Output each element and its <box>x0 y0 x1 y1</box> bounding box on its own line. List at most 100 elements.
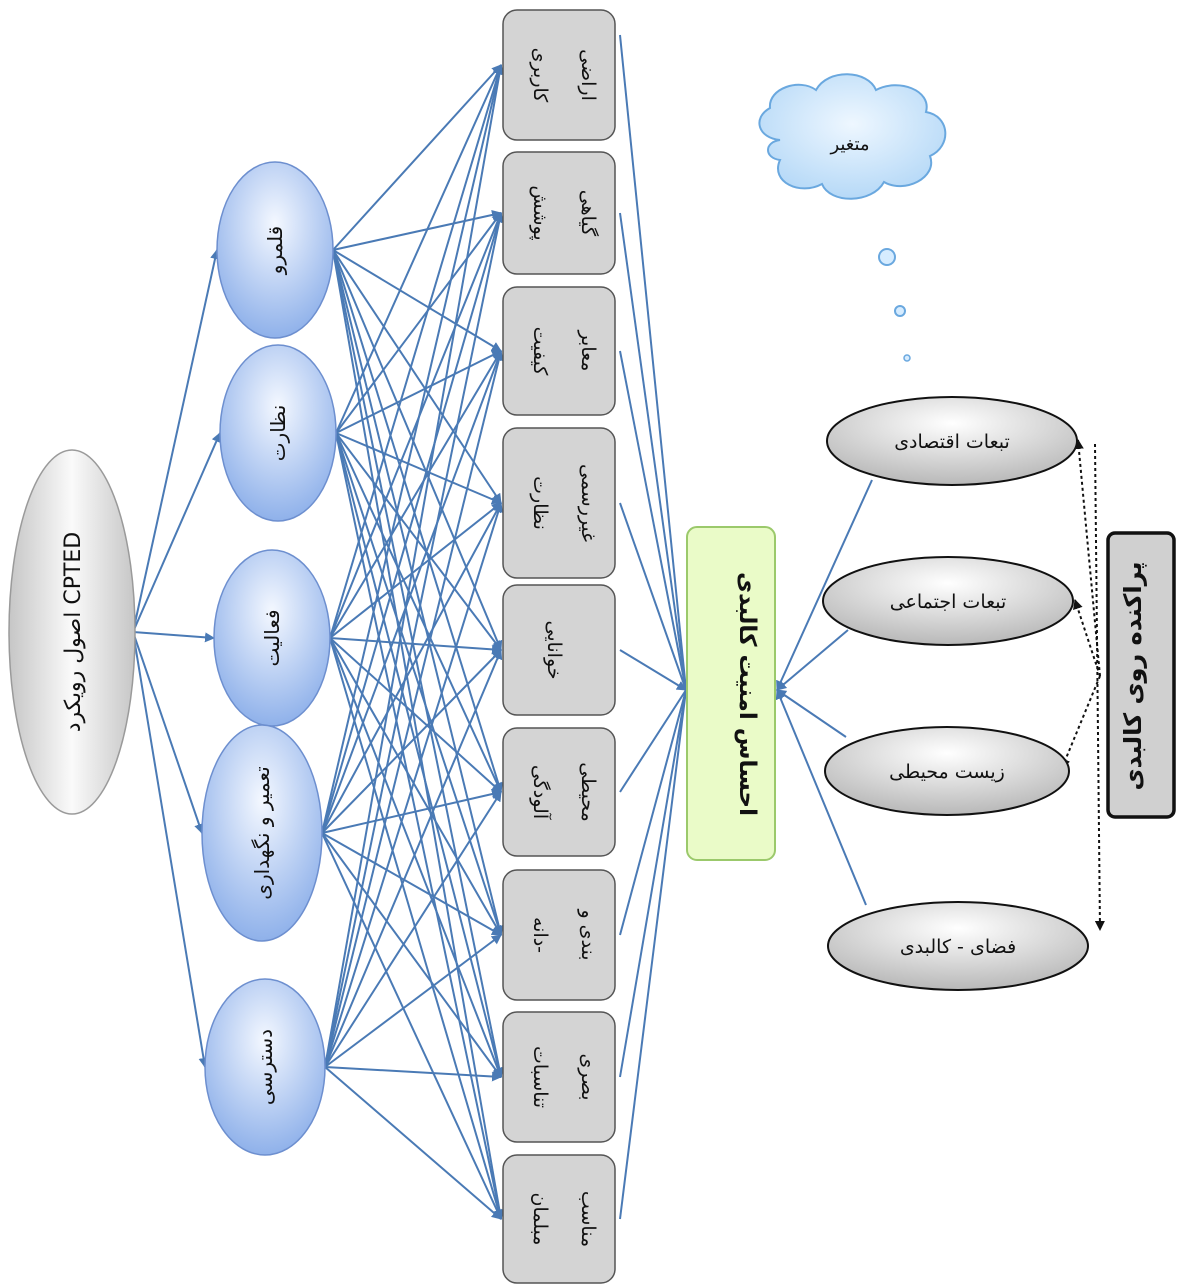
criterion-node: تناسبات بصری <box>502 1011 616 1143</box>
root-node: اصول رویکرد CPTED <box>8 449 136 815</box>
edge-consequence-to-center <box>776 629 849 691</box>
edge-criterion-to-center <box>619 689 687 1078</box>
edge-principle-to-criterion <box>321 64 504 834</box>
edge-principle-to-criterion <box>324 212 505 1068</box>
variable-cloud-label: متغیر <box>829 134 869 155</box>
edge-root-to-principle <box>132 631 209 1068</box>
edge-principle-to-criterion <box>324 350 504 1068</box>
edge-criterion-to-center <box>619 502 687 691</box>
criterion-box <box>502 727 616 857</box>
consequence-label: تبعات اقتصادی <box>894 431 1010 453</box>
consequence-node: تبعات اقتصادی <box>826 396 1078 486</box>
edge-principle-to-criterion <box>324 1066 502 1082</box>
edge-principle-to-criterion <box>321 789 502 834</box>
edge-principle-to-criterion <box>324 649 503 1068</box>
edge-principle-to-criterion <box>329 502 502 639</box>
principle-label: فعالیت <box>260 609 284 666</box>
criterion-box <box>502 427 616 579</box>
edge-principle-to-criterion <box>324 502 504 1068</box>
principle-label: قلمرو <box>263 226 287 275</box>
edge-principle-to-criterion <box>321 832 502 936</box>
consequence-label: زیست محیطی <box>889 761 1005 783</box>
criterion-label-line1: تناسبات <box>529 1046 551 1108</box>
edge-principle-to-criterion <box>329 350 502 639</box>
criterion-box <box>502 1154 616 1284</box>
edge-principle-to-criterion <box>324 791 502 1068</box>
side-box: پراکنده روی کالبدی <box>1106 531 1176 819</box>
consequences-layer: تبعات اقتصادی تبعات اجتماعی زیست محیطی فضای… <box>822 396 1089 991</box>
edge-principle-to-criterion <box>329 212 503 639</box>
side-box-label: پراکنده روی کالبدی <box>1119 561 1147 790</box>
criterion-label-line1: کیفیت <box>529 327 551 377</box>
edge-criterion-to-center <box>619 649 687 691</box>
edge-criterion-to-center <box>619 689 687 1220</box>
edge-principle-to-criterion <box>332 249 504 793</box>
dotted-connector <box>1060 675 1101 769</box>
criterion-label-line2: بصری <box>577 1053 599 1100</box>
consequence-label: فضای - کالبدی <box>900 936 1016 958</box>
criterion-node: کاربری اراضی <box>502 9 616 141</box>
edge-criterion-to-center <box>619 350 687 691</box>
criterion-label-line1: خوانایی <box>543 620 565 679</box>
edge-principle-to-criterion <box>332 210 502 251</box>
criterion-label-line2: معابر <box>577 330 599 372</box>
dotted-connector <box>1094 443 1105 931</box>
principles-layer: قلمرو نظارت فعالیت تعمیر و نگهداری دسترسی <box>201 161 337 1156</box>
principle-ellipse <box>219 344 337 522</box>
cloud-bubble-small <box>903 354 911 362</box>
consequence-ellipse <box>826 396 1078 486</box>
edge-principle-to-criterion <box>332 249 504 936</box>
edge-principle-to-criterion <box>332 249 503 651</box>
criterion-box <box>502 9 616 141</box>
dotted-connector <box>1073 599 1101 677</box>
edge-principle-to-criterion <box>332 64 502 251</box>
criterion-label-line2: گیاهی <box>577 190 600 237</box>
criterion-label-line2: غیررسمی <box>577 464 599 542</box>
consequence-node: فضای - کالبدی <box>827 901 1089 991</box>
principle-node: نظارت <box>219 344 337 522</box>
criterion-label-line1: نظارت <box>529 476 551 530</box>
criterion-label-line2: اراضی <box>577 49 599 101</box>
edge-principle-to-criterion <box>332 249 502 352</box>
edge-criterion-to-center <box>619 212 687 691</box>
edge-principle-to-criterion <box>329 637 502 655</box>
principle-label: دسترسی <box>253 1029 277 1105</box>
consequence-ellipse <box>824 726 1070 816</box>
edge-principle-to-criterion <box>335 432 502 505</box>
consequence-label: تبعات اجتماعی <box>890 591 1007 613</box>
criterion-node: دانه- بندی و <box>502 869 616 1001</box>
criterion-label-line1: دانه- <box>529 917 551 953</box>
criterion-box <box>502 151 616 275</box>
principle-label: نظارت <box>266 405 290 462</box>
root-label: اصول رویکرد CPTED <box>61 532 86 733</box>
edge-principle-to-criterion <box>321 832 502 1220</box>
criterion-box <box>502 1011 616 1143</box>
edge-root-to-principle <box>132 631 215 643</box>
center-label: احساس امنیت کالبدی <box>734 572 760 816</box>
criterion-label-line2: محیطی <box>577 762 599 822</box>
principle-node: فعالیت <box>213 549 331 727</box>
edge-principle-to-criterion <box>335 432 504 1078</box>
principle-node: تعمیر و نگهداری <box>201 724 323 942</box>
edge-principle-to-criterion <box>324 1066 502 1220</box>
edge-principle-to-criterion <box>335 64 502 434</box>
edge-principle-to-criterion <box>335 432 502 651</box>
principle-ellipse <box>216 161 334 339</box>
criterion-box <box>502 869 616 1001</box>
criterion-node: نظارت غیررسمی <box>502 427 616 579</box>
principle-node: دسترسی <box>204 978 326 1156</box>
consequence-ellipse <box>827 901 1089 991</box>
criterion-node: کیفیت معابر <box>502 286 616 416</box>
edge-principle-to-criterion <box>324 64 505 1068</box>
criterion-label-line2: بندی و <box>577 908 599 960</box>
edge-root-to-principle <box>132 249 220 633</box>
criterion-label-line1: کاربری <box>529 48 551 104</box>
principle-ellipse <box>204 978 326 1156</box>
edge-criterion-to-center <box>619 689 687 936</box>
